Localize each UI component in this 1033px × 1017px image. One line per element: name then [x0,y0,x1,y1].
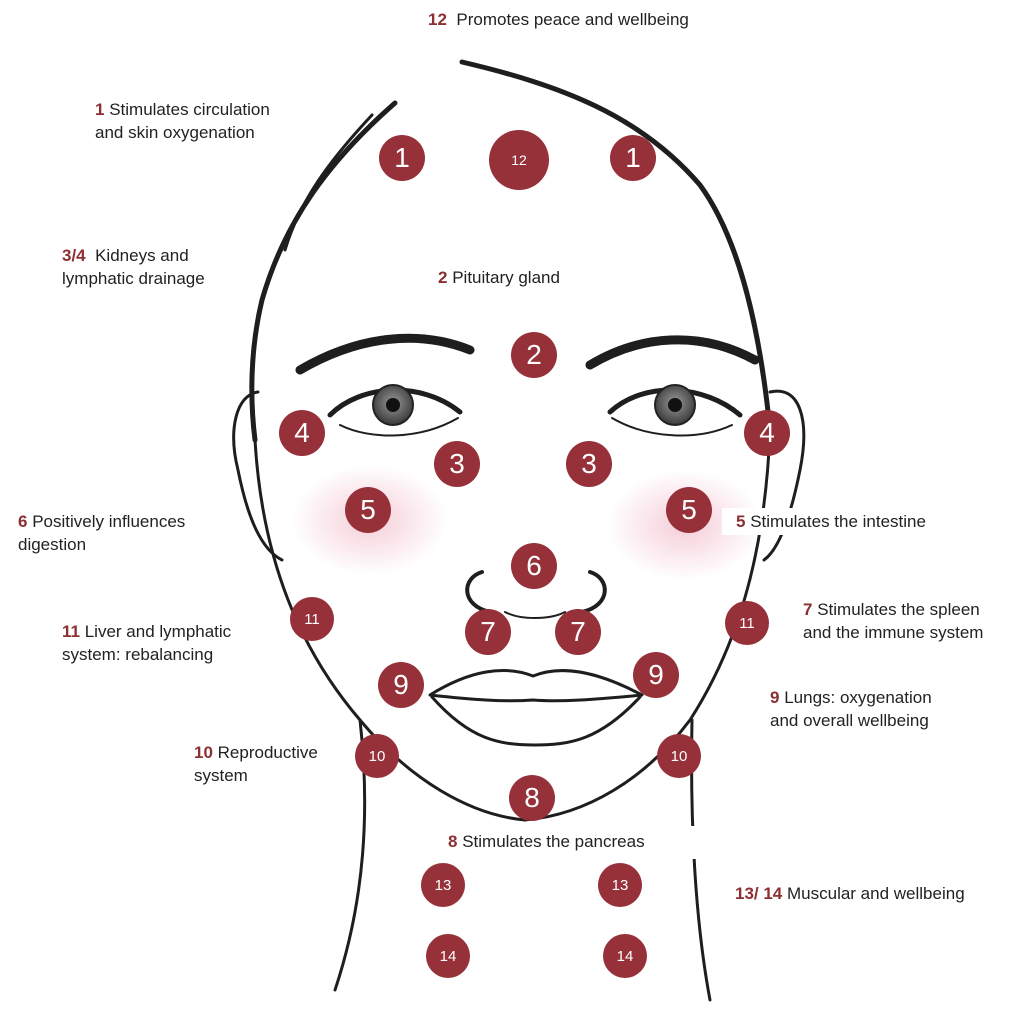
label-2: 2 Pituitary gland [438,266,560,289]
label-text: Muscular and wellbeing [787,884,965,903]
point-13-left: 13 [421,863,465,907]
left-pupil [386,398,400,412]
label-6: 6 Positively influences digestion [18,510,185,556]
right-pupil [668,398,682,412]
label-text-line2: digestion [18,535,86,554]
label-10: 10 Reproductive system [194,741,318,787]
label-number: 3/4 [62,246,86,265]
point-9-left: 9 [378,662,424,708]
right-eyebrow [590,340,755,365]
label-8: 8 Stimulates the pancreas [432,826,716,859]
label-number: 7 [803,600,812,619]
nose-right-wing [582,572,605,612]
label-number: 13/ 14 [735,884,782,903]
point-4-left: 4 [279,410,325,456]
point-5-right: 5 [666,487,712,533]
label-9: 9 Lungs: oxygenation and overall wellbei… [770,686,932,732]
label-text-line2: and skin oxygenation [95,123,255,142]
label-7: 7 Stimulates the spleen and the immune s… [803,598,983,644]
label-number: 8 [448,832,457,851]
label-text: Stimulates the spleen [817,600,980,619]
label-text: Stimulates circulation [109,100,270,119]
label-text-line2: lymphatic drainage [62,269,205,288]
point-10-right: 10 [657,734,701,778]
nose-base [505,612,565,618]
label-text-line2: and overall wellbeing [770,711,929,730]
point-2: 2 [511,332,557,378]
label-text: Stimulates the intestine [750,512,926,531]
label-3-4: 3/4 Kidneys and lymphatic drainage [62,244,205,290]
point-1-left: 1 [379,135,425,181]
point-13-right: 13 [598,863,642,907]
point-11-right: 11 [725,601,769,645]
point-9-right: 9 [633,652,679,698]
label-text: Promotes peace and wellbeing [456,10,688,29]
nose-left-wing [467,572,490,612]
label-text: Lungs: oxygenation [784,688,931,707]
label-11: 11 Liver and lymphatic system: rebalanci… [62,620,231,666]
label-number: 10 [194,743,213,762]
label-text-line2: and the immune system [803,623,983,642]
label-5: 5 Stimulates the intestine [722,508,932,535]
label-1: 1 Stimulates circulation and skin oxygen… [95,98,270,144]
point-3-right: 3 [566,441,612,487]
point-6: 6 [511,543,557,589]
point-3-left: 3 [434,441,480,487]
label-number: 11 [62,622,80,641]
label-12: 12 Promotes peace and wellbeing [428,8,689,31]
point-5-left: 5 [345,487,391,533]
point-4-right: 4 [744,410,790,456]
point-7-right: 7 [555,609,601,655]
label-number: 12 [428,10,447,29]
label-number: 2 [438,268,447,287]
point-10-left: 10 [355,734,399,778]
hair-outline-right [462,62,770,430]
point-14-left: 14 [426,934,470,978]
point-1-right: 1 [610,135,656,181]
point-8: 8 [509,775,555,821]
label-text: Pituitary gland [452,268,560,287]
label-text: Liver and lymphatic [85,622,231,641]
point-12: 12 [489,130,549,190]
label-13-14: 13/ 14 Muscular and wellbeing [735,882,965,905]
hair-outline-left [252,103,395,440]
label-number: 6 [18,512,27,531]
label-text: Kidneys and [95,246,189,265]
label-text-line2: system [194,766,248,785]
upper-lip [430,670,642,700]
lower-lip [432,697,640,745]
label-text: Reproductive [218,743,318,762]
label-number: 5 [736,512,745,531]
label-text: Stimulates the pancreas [462,832,644,851]
point-11-left: 11 [290,597,334,641]
left-eyebrow [300,338,470,370]
label-text: Positively influences [32,512,185,531]
label-text-line2: system: rebalancing [62,645,213,664]
point-7-left: 7 [465,609,511,655]
label-number: 1 [95,100,104,119]
point-14-right: 14 [603,934,647,978]
label-number: 9 [770,688,779,707]
